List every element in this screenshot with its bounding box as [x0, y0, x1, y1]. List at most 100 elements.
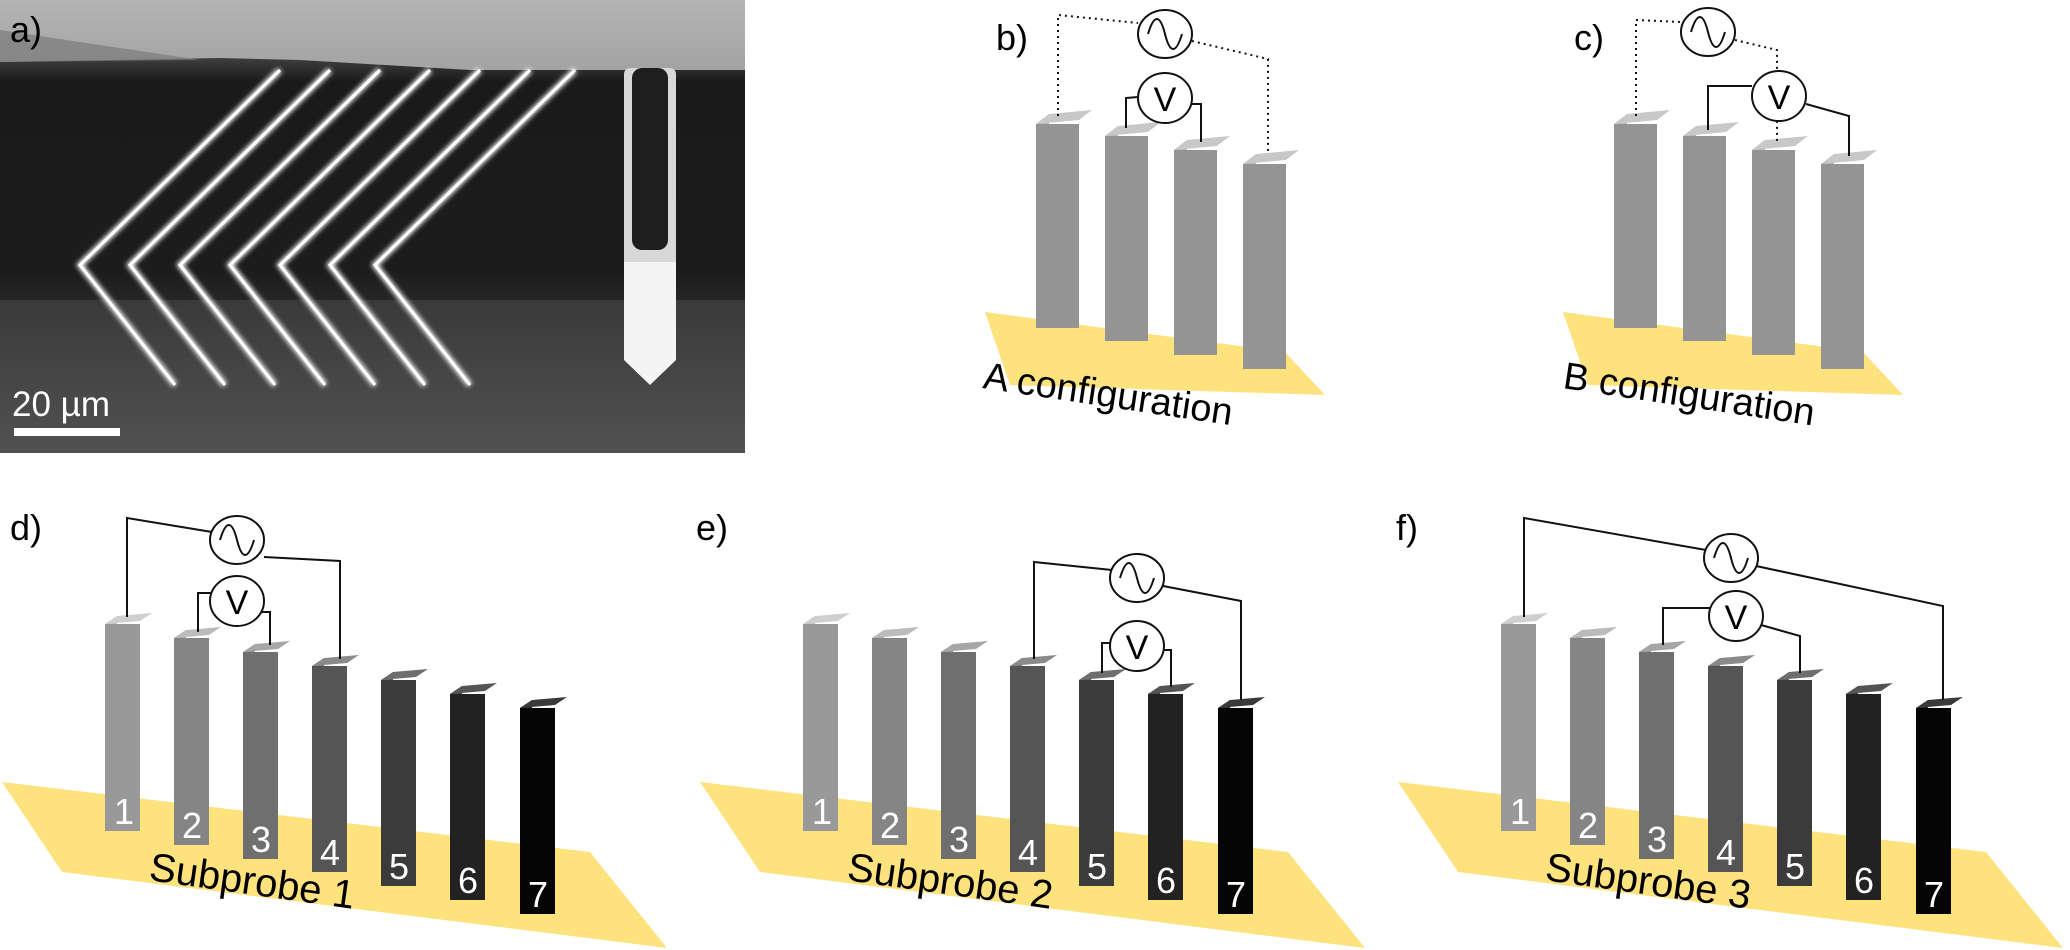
- voltmeter-symbol: [1708, 590, 1764, 642]
- panel-a: a) 20 µm: [0, 0, 745, 453]
- probe-bar: [1752, 136, 1808, 355]
- probe-bar-4: 4: [312, 655, 359, 873]
- voltmeter-wire: [1192, 103, 1202, 142]
- bar-number: 6: [458, 860, 478, 901]
- sem-edge-shade: [0, 30, 200, 62]
- voltmeter-wire: [1125, 96, 1139, 128]
- sine-icon: [1690, 16, 1726, 48]
- voltmeter-wire: [1101, 642, 1112, 673]
- chevron-electrodes-core: [77, 68, 577, 386]
- sine-icon: [1119, 562, 1155, 594]
- source-wire: [1191, 40, 1269, 152]
- source-wire: [1162, 585, 1242, 700]
- bar-number: 2: [1578, 805, 1598, 846]
- sem-tip: [624, 68, 676, 385]
- probe-bar-7: 7: [520, 697, 567, 915]
- panel-label-b: b): [996, 17, 1028, 58]
- source-wire: [1033, 560, 1113, 659]
- voltmeter-wire: [262, 611, 271, 645]
- sine-icon: [1147, 18, 1183, 50]
- probe-bar-7: 7: [1218, 697, 1265, 915]
- probe-bar-1: 1: [803, 613, 850, 832]
- bar-number: 4: [1018, 832, 1038, 873]
- bar-number: 5: [1087, 846, 1107, 887]
- probe-bar-4: 4: [1010, 655, 1057, 873]
- source-wire: [1755, 565, 1944, 700]
- probe-bar-2: 2: [174, 627, 221, 846]
- probe-bar-1: 1: [105, 613, 152, 832]
- source-wire: [1734, 39, 1778, 142]
- probe-bar: [1105, 122, 1161, 341]
- probe-bar-5: 5: [1079, 669, 1126, 887]
- probe-bar: [1243, 150, 1299, 369]
- probe-bar-3: 3: [1639, 641, 1686, 860]
- voltmeter-wire: [1707, 85, 1752, 130]
- probe-bar: [1614, 110, 1670, 328]
- sine-icon: [219, 524, 255, 556]
- probe-bar: [1036, 110, 1092, 328]
- source-wire: [1523, 516, 1707, 617]
- voltmeter-wire: [1163, 649, 1172, 687]
- voltmeter-wire: [1662, 607, 1712, 645]
- panel-label-c: c): [1574, 17, 1604, 58]
- voltmeter-symbol: [1109, 620, 1165, 672]
- probe-bar-6: 6: [450, 683, 497, 901]
- voltmeter-wire: [197, 592, 212, 632]
- probe-bar-3: 3: [243, 641, 290, 860]
- probe-bar-4: 4: [1708, 655, 1755, 873]
- panel-label-f: f): [1396, 507, 1418, 548]
- substrate: [985, 312, 1325, 395]
- probe-bar-2: 2: [1570, 627, 1617, 846]
- probe-bar-6: 6: [1148, 683, 1195, 901]
- bar-number: 7: [1226, 874, 1246, 915]
- source-wire: [1635, 18, 1682, 116]
- voltmeter-wire: [1805, 103, 1850, 156]
- voltmeter-symbol: [209, 575, 265, 627]
- scale-bar-label: 20 µm: [12, 385, 110, 424]
- panel-label-e: e): [696, 507, 728, 548]
- bar-number: 7: [1924, 874, 1944, 915]
- bar-number: 3: [949, 819, 969, 860]
- panel-b: V b) A configuration: [981, 9, 1325, 434]
- probe-bar: [1821, 150, 1877, 369]
- substrate: [1563, 312, 1903, 395]
- bar-number: 3: [1647, 819, 1667, 860]
- voltmeter-wire: [1760, 624, 1801, 673]
- voltmeter-label: V: [1126, 629, 1149, 667]
- panel-d: 1 2 3 4 5 6: [2, 507, 667, 948]
- probe-bar-5: 5: [381, 669, 428, 887]
- bar-number: 7: [528, 874, 548, 915]
- panel-e: 1 2 3 4 5 6: [696, 507, 1365, 948]
- probe-bar-5: 5: [1777, 669, 1824, 887]
- bar-number: 1: [114, 791, 134, 832]
- voltmeter-label: V: [1725, 599, 1748, 637]
- bar-number: 5: [1785, 846, 1805, 887]
- bar-number: 4: [1716, 832, 1736, 873]
- voltmeter-symbol: [1137, 72, 1193, 124]
- probe-bar-3: 3: [941, 641, 988, 860]
- panel-label-d: d): [10, 507, 42, 548]
- source-wire: [263, 556, 341, 659]
- sine-icon: [1713, 542, 1749, 574]
- bar-number: 5: [389, 846, 409, 887]
- voltmeter-label: V: [1154, 81, 1177, 119]
- probe-bar-7: 7: [1916, 697, 1963, 915]
- probe-bar-6: 6: [1846, 683, 1893, 901]
- bar-number: 2: [880, 805, 900, 846]
- bar-number: 1: [812, 791, 832, 832]
- voltmeter-label: V: [226, 584, 249, 622]
- sem-bright-edge: [0, 0, 745, 70]
- panel-label-a: a): [10, 9, 42, 50]
- bar-number: 6: [1156, 860, 1176, 901]
- probe-bar: [1683, 122, 1739, 341]
- bar-number: 6: [1854, 860, 1874, 901]
- panel-c: V c) B configuration: [1561, 7, 1903, 434]
- scale-bar: [14, 428, 120, 436]
- probe-bar-1: 1: [1501, 613, 1548, 832]
- bar-number: 1: [1510, 791, 1530, 832]
- voltmeter-label: V: [1768, 79, 1791, 117]
- probe-bar: [1174, 136, 1230, 355]
- panel-f: 1 2 3 4 5 6: [1396, 507, 2063, 948]
- bar-number: 4: [320, 832, 340, 873]
- bar-number: 2: [182, 805, 202, 846]
